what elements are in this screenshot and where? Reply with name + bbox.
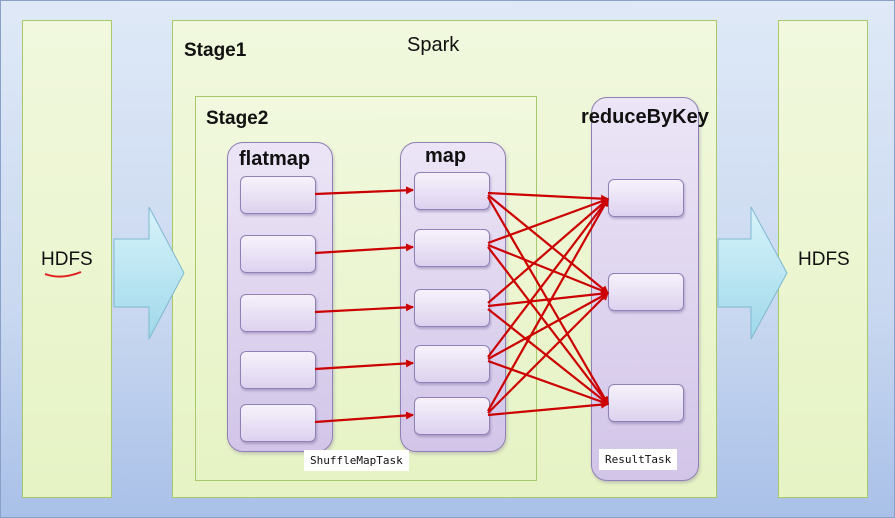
map-partition-2 (414, 229, 490, 267)
stage1-title: Stage1 (184, 40, 247, 61)
flatmap-partition-5 (240, 404, 316, 442)
resulttask-label: ResultTask (599, 449, 678, 470)
hdfs-sink-panel: HDFS (778, 20, 868, 498)
map-partition-4 (414, 345, 490, 383)
block-arrow-output (717, 206, 788, 340)
map-partition-3 (414, 289, 490, 327)
map-partition-5 (414, 397, 490, 435)
reduce-partition-3 (608, 384, 684, 422)
hdfs-sink-label: HDFS (798, 249, 850, 270)
flatmap-partition-2 (240, 235, 316, 273)
flatmap-title: flatmap (239, 148, 311, 170)
shufflemaptask-label: ShuffleMapTask (304, 450, 409, 471)
map-title: map (425, 145, 467, 167)
reduce-partition-1 (608, 179, 684, 217)
hdfs-source-label: HDFS (41, 249, 93, 270)
hdfs-source-panel: HDFS (22, 20, 112, 498)
stage2-title: Stage2 (206, 108, 269, 129)
reduce-partition-2 (608, 273, 684, 311)
spark-title: Spark (407, 34, 460, 56)
reducebykey-title: reduceByKey (581, 106, 709, 128)
flatmap-partition-4 (240, 351, 316, 389)
flatmap-partition-1 (240, 176, 316, 214)
map-partition-1 (414, 172, 490, 210)
flatmap-partition-3 (240, 294, 316, 332)
